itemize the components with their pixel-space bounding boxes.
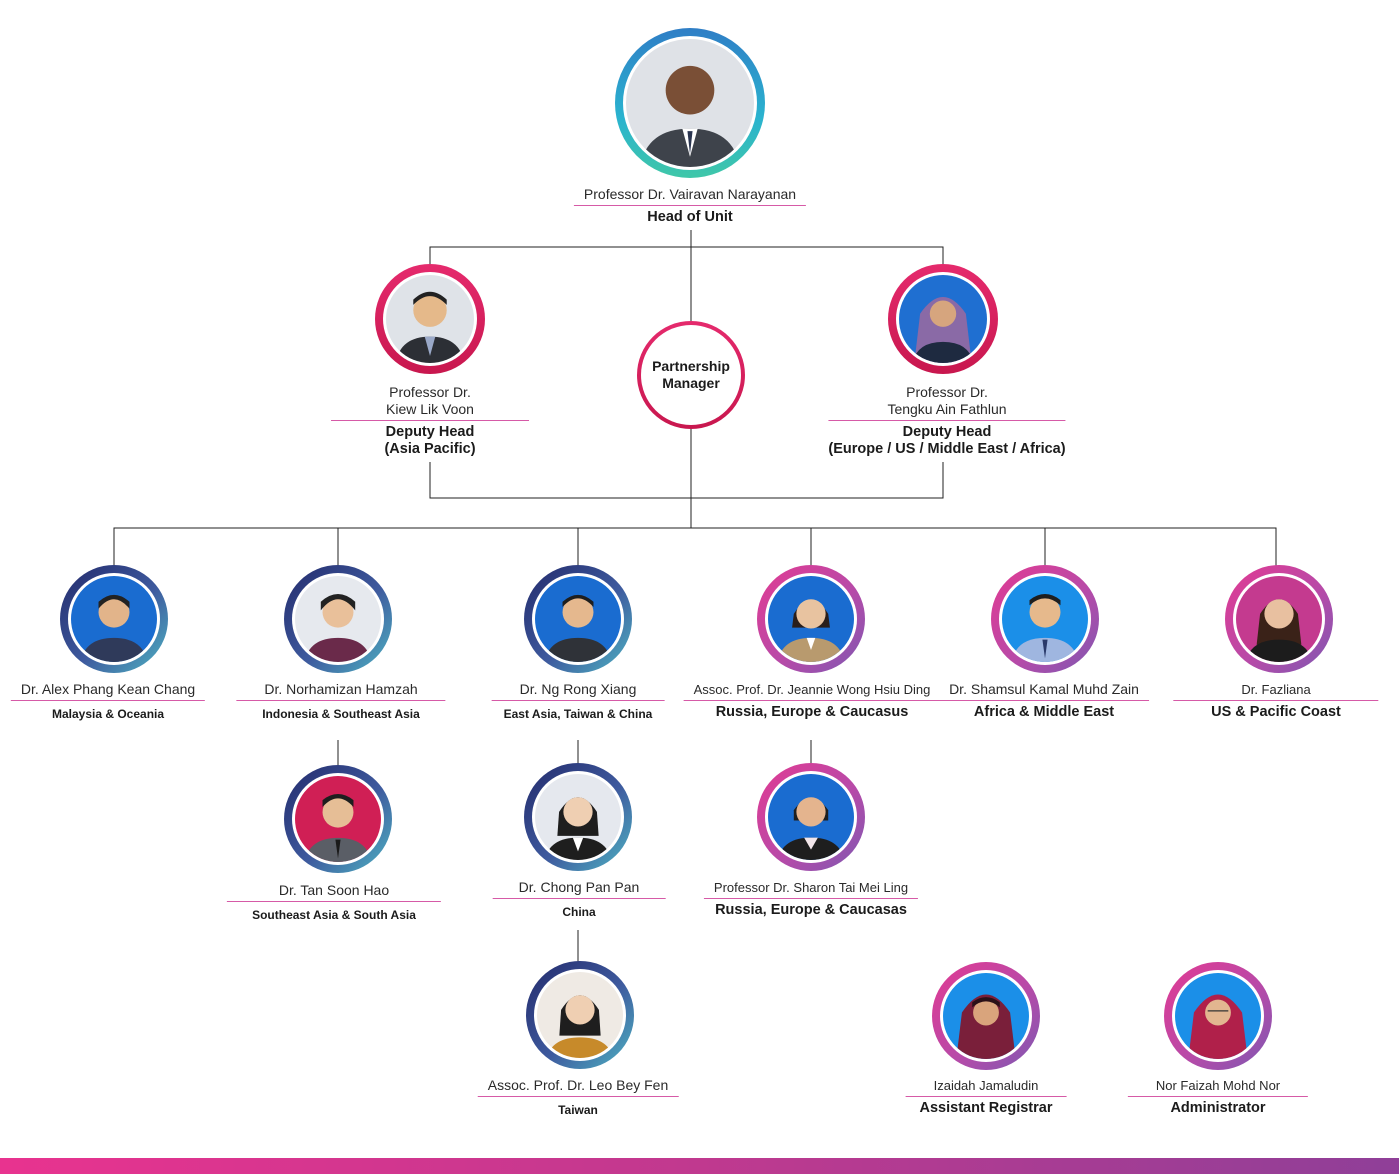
admin-name-izaidah: Izaidah Jamaludin (905, 1077, 1067, 1097)
sub-label-chong: Dr. Chong Pan Pan China (492, 879, 666, 921)
regional-label-5: Dr. Shamsul Kamal Muhd Zain Africa & Mid… (939, 681, 1149, 721)
admin-avatar-izaidah (932, 962, 1040, 1070)
regional-label-1: Dr. Alex Phang Kean Chang Malaysia & Oce… (10, 681, 206, 723)
regional-label-3: Dr. Ng Rong Xiang East Asia, Taiwan & Ch… (491, 681, 665, 723)
regional-region-1: Malaysia & Oceania (51, 707, 165, 721)
regional-label-4: Assoc. Prof. Dr. Jeannie Wong Hsiu Ding … (683, 681, 941, 721)
bottom-gradient-bar (0, 1158, 1399, 1174)
sub-region-leo: Taiwan (558, 1103, 598, 1117)
sub-avatar-tan (284, 765, 392, 873)
regional-name-1: Dr. Alex Phang Kean Chang (10, 681, 206, 701)
admin-role-izaidah: Assistant Registrar (919, 1100, 1053, 1116)
sub-avatar-chong (524, 763, 632, 871)
admin-name-norfaizah: Nor Faizah Mohd Nor (1127, 1077, 1309, 1097)
regional-region-2: Indonesia & Southeast Asia (262, 707, 420, 721)
deputy-left-role-line1: Deputy Head (385, 424, 475, 440)
regional-region-5: Africa & Middle East (973, 704, 1115, 720)
sub-label-tan: Dr. Tan Soon Hao Southeast Asia & South … (226, 882, 442, 924)
deputy-right-label: Professor Dr. Tengku Ain Fathlun Deputy … (828, 384, 1066, 458)
regional-label-6: Dr. Fazliana US & Pacific Coast (1173, 681, 1379, 721)
deputy-right-name-line2: Tengku Ain Fathlun (887, 401, 1007, 417)
regional-name-5: Dr. Shamsul Kamal Muhd Zain (939, 681, 1149, 701)
deputy-left-avatar (375, 264, 485, 374)
deputy-bracket-line (429, 246, 944, 266)
deputy-right-name-line1: Professor Dr. (906, 384, 988, 400)
deputy-right-avatar (888, 264, 998, 374)
sub-avatar-sharon (757, 763, 865, 871)
regional-name-4: Assoc. Prof. Dr. Jeannie Wong Hsiu Ding (683, 681, 941, 701)
deputy-left-role-line2: (Asia Pacific) (384, 441, 476, 457)
admin-label-norfaizah: Nor Faizah Mohd Nor Administrator (1127, 1077, 1309, 1117)
admin-label-izaidah: Izaidah Jamaludin Assistant Registrar (905, 1077, 1067, 1117)
regional-label-2: Dr. Norhamizan Hamzah Indonesia & Southe… (236, 681, 446, 723)
deputy-right-role-line2: (Europe / US / Middle East / Africa) (828, 441, 1066, 457)
head-name: Professor Dr. Vairavan Narayanan (573, 186, 807, 206)
partnership-line2: Manager (662, 375, 720, 391)
regional-region-6: US & Pacific Coast (1211, 704, 1341, 720)
regional-avatar-6 (1225, 565, 1333, 673)
admin-avatar-norfaizah (1164, 962, 1272, 1070)
sub-region-sharon: Russia, Europe & Caucasas (715, 902, 907, 918)
sub-region-tan: Southeast Asia & South Asia (252, 908, 416, 922)
partnership-line1: Partnership (652, 358, 730, 374)
regional-name-3: Dr. Ng Rong Xiang (491, 681, 665, 701)
deputy-left-name-line2: Kiew Lik Voon (386, 401, 474, 417)
deputy-right-role-line1: Deputy Head (902, 424, 992, 440)
admin-role-norfaizah: Administrator (1170, 1100, 1266, 1116)
sub-name-tan: Dr. Tan Soon Hao (226, 882, 442, 902)
head-avatar (615, 28, 765, 178)
partnership-manager-node: Partnership Manager (637, 321, 745, 429)
sub-name-chong: Dr. Chong Pan Pan (492, 879, 666, 899)
regional-region-3: East Asia, Taiwan & China (503, 707, 653, 721)
head-label: Professor Dr. Vairavan Narayanan Head of… (573, 186, 807, 226)
regional-avatar-1 (60, 565, 168, 673)
regional-avatar-4 (757, 565, 865, 673)
regional-avatar-5 (991, 565, 1099, 673)
head-role: Head of Unit (647, 209, 733, 225)
deputy-left-name-line1: Professor Dr. (389, 384, 471, 400)
sub-region-chong: China (562, 905, 596, 919)
sub-avatar-leo (526, 961, 634, 1069)
sub-name-sharon: Professor Dr. Sharon Tai Mei Ling (703, 879, 919, 899)
regional-bracket-line (113, 527, 1277, 566)
regional-region-4: Russia, Europe & Caucasus (715, 704, 909, 720)
deputy-left-label: Professor Dr. Kiew Lik Voon Deputy Head … (331, 384, 529, 458)
sub-label-leo: Assoc. Prof. Dr. Leo Bey Fen Taiwan (477, 1077, 679, 1119)
sub-name-leo: Assoc. Prof. Dr. Leo Bey Fen (477, 1077, 679, 1097)
deputy-bottom-bracket-line (429, 462, 944, 499)
regional-avatar-3 (524, 565, 632, 673)
regional-name-2: Dr. Norhamizan Hamzah (236, 681, 446, 701)
regional-name-6: Dr. Fazliana (1173, 681, 1379, 701)
regional-avatar-2 (284, 565, 392, 673)
sub-label-sharon: Professor Dr. Sharon Tai Mei Ling Russia… (703, 879, 919, 919)
